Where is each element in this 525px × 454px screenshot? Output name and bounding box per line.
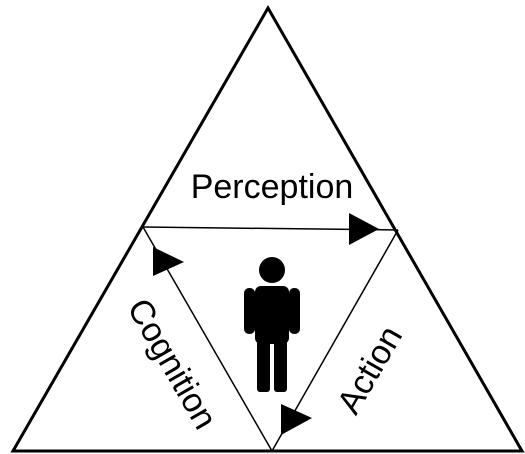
action-label: Action — [330, 320, 410, 421]
perception-label: Perception — [191, 168, 354, 206]
person-icon — [244, 257, 300, 392]
action-arrow — [281, 404, 312, 435]
perception-arrow — [349, 213, 379, 245]
cognition-label: Cognition — [120, 292, 225, 435]
cognition-arrow — [153, 247, 184, 276]
